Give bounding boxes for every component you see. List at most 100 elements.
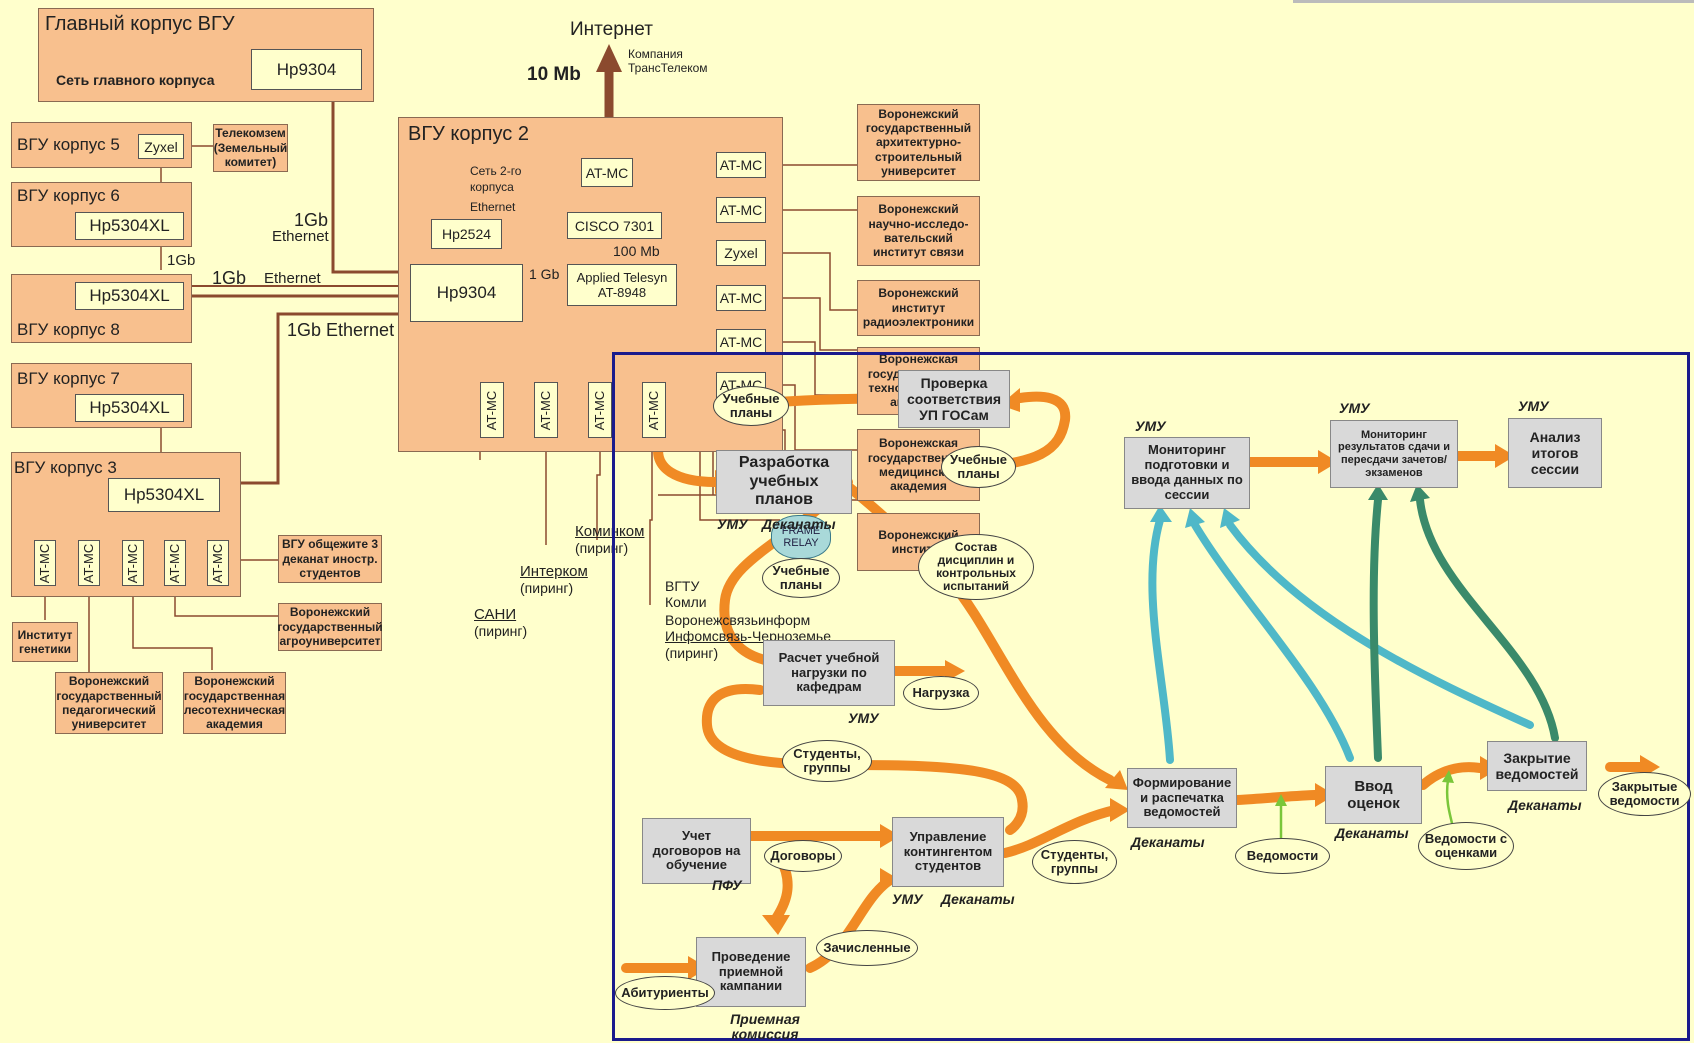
data-plans-2: Учебные планы bbox=[941, 446, 1016, 488]
peer-sani: САНИ bbox=[474, 606, 517, 623]
proc-grades-dek: Деканаты bbox=[1335, 825, 1409, 841]
wire-main-hp9304 bbox=[331, 90, 412, 274]
org-dorm-3: ВГУ общежите 3 деканат иностр. студентов bbox=[278, 535, 382, 583]
atmc-k3-5: AT-MC bbox=[207, 540, 229, 586]
proc-calc-umu: УМУ bbox=[848, 710, 879, 726]
k2-net-3: Ethernet bbox=[470, 200, 516, 214]
building-7-title: ВГУ корпус 7 bbox=[17, 369, 120, 388]
main-building-title: Главный корпус ВГУ bbox=[45, 13, 235, 35]
process-frame bbox=[612, 352, 1690, 1041]
data-students-2: Студенты, группы bbox=[1032, 840, 1117, 884]
proc-admission-by: Приемная комиссия bbox=[730, 1011, 800, 1043]
hp5304-k6: Hp5304XL bbox=[75, 212, 184, 240]
org-agro: Воронежский государственный агроуниверси… bbox=[277, 603, 383, 651]
atmc-k2-v1: AT-MC bbox=[480, 382, 504, 438]
data-plans-3: Учебные планы bbox=[762, 558, 840, 598]
org-medical: Воронежская государственная медицинская … bbox=[857, 429, 980, 501]
org-radio: Воронежский институт радиоэлектроники bbox=[857, 280, 980, 336]
link-1gb-a: 1Gb bbox=[294, 210, 329, 230]
data-statements: Ведомости bbox=[1235, 838, 1330, 874]
atmc-k2-v3: AT-MC bbox=[588, 382, 612, 438]
link-1gb-b: 1Gb bbox=[167, 252, 196, 269]
peer-vgtu: ВГТУ bbox=[665, 578, 700, 594]
zyxel-r3: Zyxel bbox=[716, 240, 766, 266]
atmc-internet: AT-MC bbox=[581, 158, 633, 187]
atmc-k2-v4: AT-MC bbox=[642, 382, 666, 438]
building-8-title: ВГУ корпус 8 bbox=[17, 320, 120, 339]
frame-relay-cloud: FRAME RELAY bbox=[771, 515, 831, 559]
atmc-r2: AT-MC bbox=[716, 197, 766, 223]
peer-komli: Комли bbox=[665, 594, 707, 610]
k2-net-1: Сеть 2-го bbox=[470, 164, 522, 178]
proc-dev-dek: Деканаты bbox=[762, 516, 836, 532]
speed-100mb: 100 Mb bbox=[613, 243, 660, 259]
top-bar bbox=[1293, 0, 1694, 3]
proc-grades: Ввод оценок bbox=[1325, 766, 1422, 824]
link-eth-a: Ethernet bbox=[272, 228, 329, 245]
hp5304-k7: Hp5304XL bbox=[75, 394, 184, 422]
atmc-k3-4: AT-MC bbox=[164, 540, 186, 586]
atmc-k3-1: AT-MC bbox=[34, 540, 56, 586]
proc-analysis: Анализ итогов сессии bbox=[1508, 418, 1602, 488]
hp9304-k2: Hp9304 bbox=[410, 264, 523, 322]
proc-analysis-umu: УМУ bbox=[1518, 398, 1549, 414]
data-plans-1: Учебные планы bbox=[713, 386, 789, 426]
proc-formation: Формирование и распечатка ведомостей bbox=[1127, 768, 1237, 828]
transtelecom-label: Компания ТрансТелеком bbox=[628, 47, 708, 76]
proc-calc: Расчет учебной нагрузки по кафедрам bbox=[763, 640, 895, 706]
hp9304-main: Hp9304 bbox=[251, 49, 362, 90]
data-closed: Закрытые ведомости bbox=[1598, 772, 1691, 816]
atmc-k2-v2: AT-MC bbox=[534, 382, 558, 438]
building-3-title: ВГУ корпус 3 bbox=[14, 458, 117, 477]
building-2-title: ВГУ корпус 2 bbox=[408, 123, 529, 145]
proc-closing-dek: Деканаты bbox=[1508, 797, 1582, 813]
peer-interkom: Интерком bbox=[520, 563, 588, 580]
atmc-k3-2: AT-MC bbox=[78, 540, 100, 586]
proc-closing: Закрытие ведомостей bbox=[1487, 741, 1587, 791]
data-statements-grades: Ведомости с оценками bbox=[1418, 822, 1514, 870]
building-6-title: ВГУ корпус 6 bbox=[17, 186, 120, 205]
link-1gb-k2: 1 Gb bbox=[529, 266, 560, 282]
proc-contracts-pfu: ПФУ bbox=[712, 877, 742, 893]
org-institute: Воронежский институт bbox=[857, 513, 980, 571]
atmc-r5: AT-MC bbox=[716, 329, 766, 355]
atmc-k3-3: AT-MC bbox=[122, 540, 144, 586]
data-composition: Состав дисциплин и контрольных испытаний bbox=[918, 534, 1034, 600]
hp5304-k8: Hp5304XL bbox=[75, 282, 184, 310]
hp5304-k3: Hp5304XL bbox=[108, 478, 220, 512]
peer-vsi: Воронежсвязьинформ bbox=[665, 612, 811, 628]
proc-dev: Разработка учебных планов bbox=[716, 450, 852, 514]
hp2524: Hp2524 bbox=[431, 219, 502, 249]
proc-contingent: Управление контингентом студентов bbox=[892, 817, 1004, 887]
proc-contingent-umu: УМУ bbox=[892, 891, 923, 907]
internet-label: Интернет bbox=[570, 19, 653, 40]
zyxel-k5: Zyxel bbox=[138, 134, 184, 159]
building-5-title: ВГУ корпус 5 bbox=[17, 135, 120, 154]
speed-10mb: 10 Mb bbox=[527, 64, 581, 85]
wire-k3-hp9304 bbox=[236, 312, 412, 485]
proc-contracts: Учет договоров на обучение bbox=[642, 818, 751, 884]
cisco-7301: CISCO 7301 bbox=[567, 212, 662, 239]
proc-monitoring2: Мониторинг результатов сдачи и пересдачи… bbox=[1330, 420, 1458, 488]
proc-contingent-dek: Деканаты bbox=[941, 891, 1015, 907]
proc-monitoring-umu: УМУ bbox=[1135, 418, 1166, 434]
link-1gb-eth-d: 1Gb Ethernet bbox=[287, 320, 395, 340]
telecom-org: Телекомзем (Земельный комитет) bbox=[213, 124, 288, 172]
main-building-net: Сеть главного корпуса bbox=[56, 72, 215, 88]
org-pedagog: Воронежский государственный педагогическ… bbox=[55, 672, 163, 734]
org-forest: Воронежский государственная лесотехничес… bbox=[183, 672, 286, 734]
proc-formation-dek: Деканаты bbox=[1131, 834, 1205, 850]
org-genetics: Институт генетики bbox=[12, 622, 78, 662]
data-load: Нагрузка bbox=[903, 676, 979, 710]
org-architecture: Воронежский государственный архитектурно… bbox=[857, 104, 980, 181]
k2-net-2: корпуса bbox=[470, 180, 514, 194]
data-students-1: Студенты, группы bbox=[782, 740, 872, 782]
data-applicants: Абитуриенты bbox=[615, 976, 715, 1010]
peer-sani-note: (пиринг) bbox=[474, 623, 528, 639]
atmc-r4: AT-MC bbox=[716, 285, 766, 311]
peer-note: (пиринг) bbox=[665, 645, 719, 661]
proc-monitoring2-umu: УМУ bbox=[1339, 400, 1370, 416]
org-communications: Воронежский научно-исследо-вательский ин… bbox=[857, 196, 980, 266]
proc-check: Проверка соответствия УП ГОСам bbox=[898, 370, 1010, 428]
